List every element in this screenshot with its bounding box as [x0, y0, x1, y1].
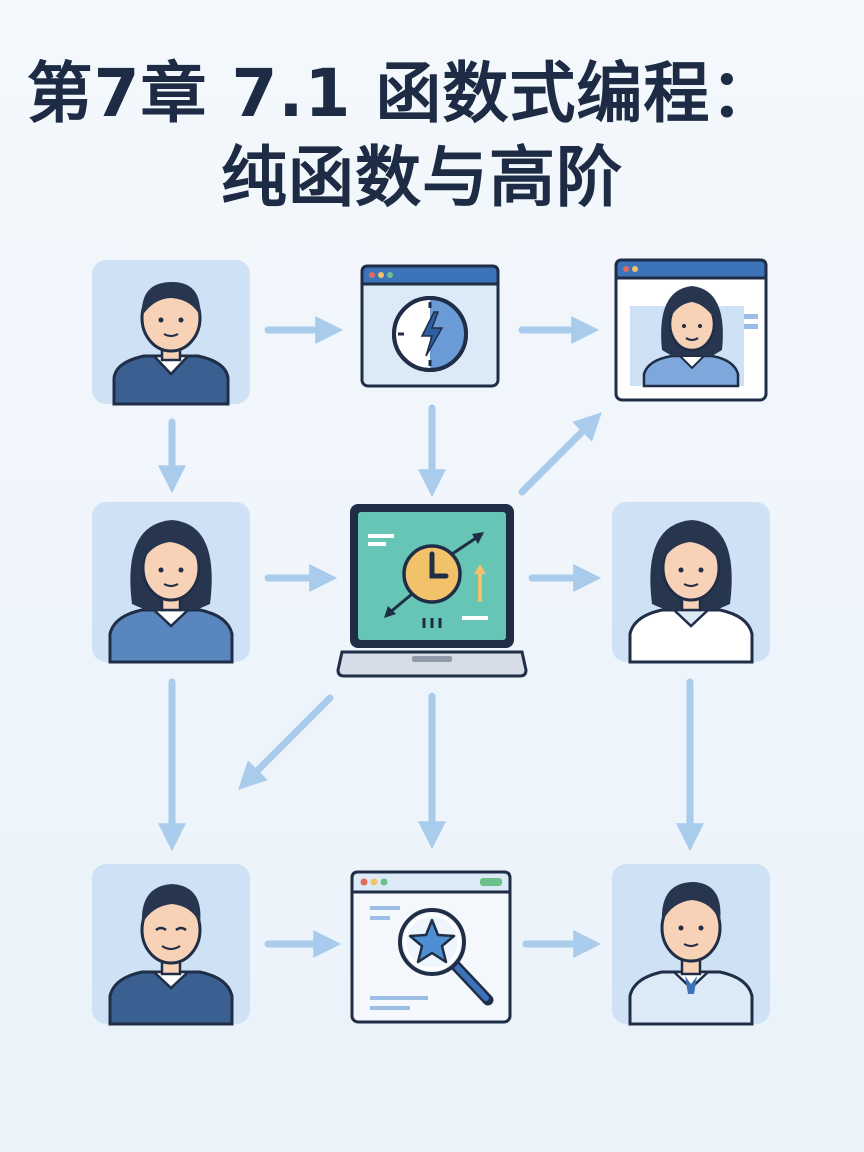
node-person-man-bottom-left	[92, 864, 250, 1026]
man-icon	[112, 282, 230, 406]
arrow-laptop-to-profile	[518, 412, 602, 496]
title-line-1: 第7章 7.1 函数式编程：	[26, 55, 778, 132]
node-laptop-center	[336, 504, 528, 678]
node-person-woman-left	[92, 502, 250, 664]
node-profile-window	[614, 258, 768, 402]
arrow-laptop-to-man-bottom	[238, 694, 334, 790]
arrows	[158, 316, 704, 958]
man-smiling-icon	[108, 884, 234, 1026]
node-person-man-top	[92, 260, 250, 406]
node-person-man-bottom-right	[612, 864, 770, 1026]
man-icon	[628, 882, 754, 1026]
clock-lightning-icon	[392, 296, 468, 372]
node-browser-clock	[360, 264, 500, 388]
magnifier-star-icon	[398, 908, 494, 1006]
woman-profile-icon	[642, 286, 740, 388]
woman-icon	[628, 520, 754, 664]
clock-arrows-icon	[384, 532, 486, 628]
page-title: 第7章 7.1 函数式编程： 纯函数与高阶	[0, 52, 864, 220]
title-line-2: 纯函数与高阶	[221, 139, 623, 216]
laptop-base	[336, 650, 528, 678]
node-person-woman-right	[612, 502, 770, 664]
node-search-window	[350, 870, 512, 1024]
woman-icon	[108, 520, 234, 664]
